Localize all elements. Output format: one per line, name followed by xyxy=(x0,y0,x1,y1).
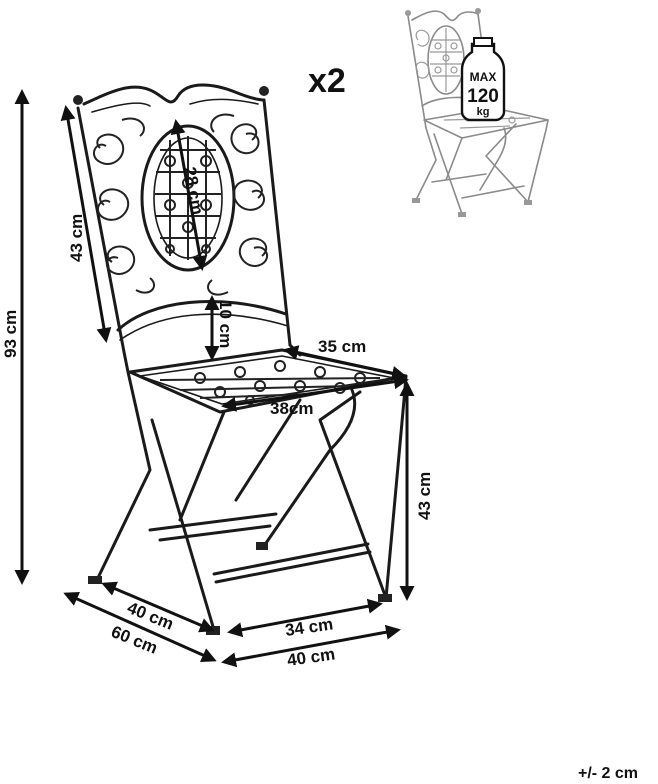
tolerance-note: +/- 2 cm xyxy=(578,765,638,782)
label-base-front-inner: 34 cm xyxy=(284,614,334,640)
label-seat-back-width: 35 cm xyxy=(318,337,366,356)
badge-weight-value: 120 xyxy=(467,86,499,107)
label-seat-front-width: 38cm xyxy=(270,399,313,418)
chair-illustration xyxy=(73,83,408,635)
label-seat-height: 43 cm xyxy=(415,472,434,520)
label-seat-gap: 10 cm xyxy=(216,300,235,348)
badge-weight-unit: kg xyxy=(477,106,490,118)
dimension-arrows xyxy=(14,89,415,668)
quantity-label: x2 xyxy=(308,62,346,100)
label-backrest-panel: 28 cm xyxy=(180,165,207,216)
max-weight-badge: MAX 120 kg xyxy=(460,37,506,122)
label-backrest-height: 43 cm xyxy=(67,214,86,262)
label-total-height: 93 cm xyxy=(1,310,20,358)
label-base-depth-outer: 60 cm xyxy=(109,622,161,658)
badge-max-label: MAX xyxy=(470,70,497,84)
